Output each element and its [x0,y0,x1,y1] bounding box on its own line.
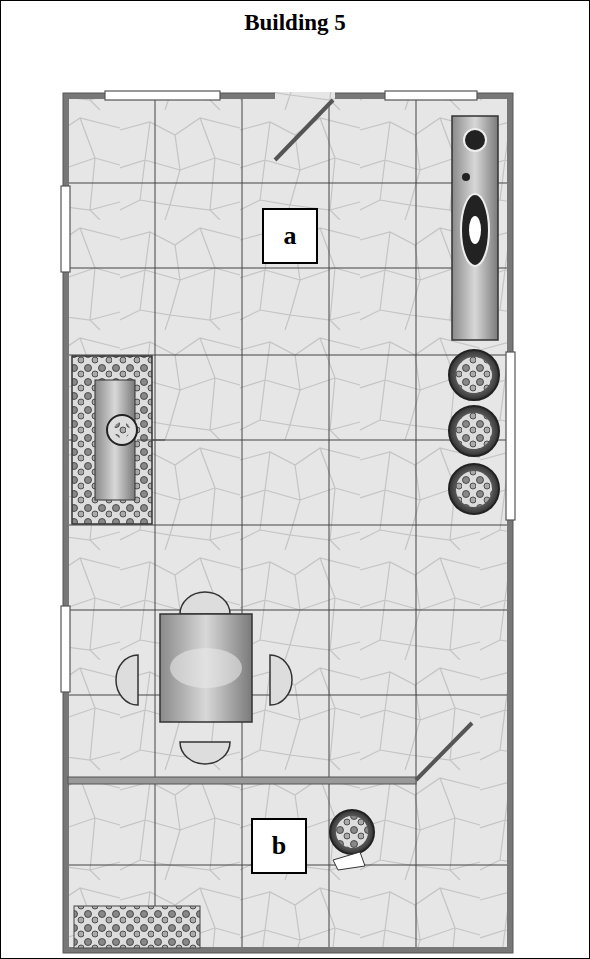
grid-line [68,268,508,269]
grid-line [416,98,417,948]
grid-line [329,98,330,948]
room-label-box: a [262,208,318,264]
grid-line [68,183,508,184]
map-title: Building 5 [0,10,590,36]
room-label-box: b [251,818,307,874]
room-letter: a [284,221,297,251]
grid-line [242,98,243,948]
room-letter: b [272,831,286,861]
grid-line [155,98,156,948]
grid-line [68,610,508,611]
